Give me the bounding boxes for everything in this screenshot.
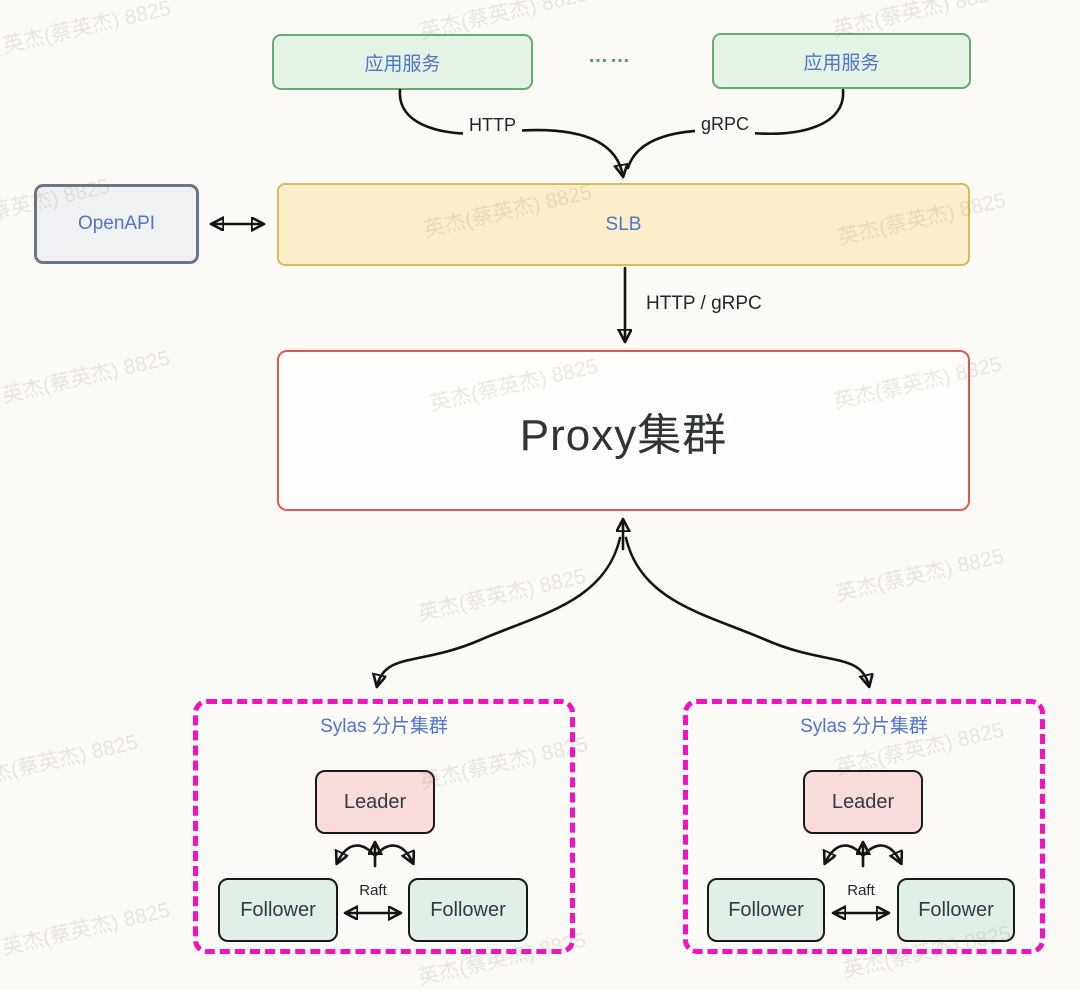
raft-label-left: Raft xyxy=(359,882,387,899)
ellipsis-more-services: …… xyxy=(588,45,632,67)
node-app-service-right: 应用服务 xyxy=(712,33,971,89)
node-follower-left-2: Follower xyxy=(408,878,528,942)
edge-proxy-cluster-left xyxy=(377,536,622,686)
node-follower-right-2: Follower xyxy=(897,878,1015,942)
proxy-cluster-label: Proxy集群 xyxy=(519,410,728,460)
node-follower-left-1: Follower xyxy=(218,878,338,942)
edge-label-http-grpc: HTTP / gRPC xyxy=(646,293,762,314)
follower-right-2-label: Follower xyxy=(918,898,994,921)
edge-label-http: HTTP xyxy=(463,114,522,137)
watermark: 英杰(蔡英杰) 8825 xyxy=(0,0,174,58)
follower-left-2-label: Follower xyxy=(430,898,506,921)
slb-label: SLB xyxy=(605,213,642,235)
watermark: 英杰(蔡英杰) 8825 xyxy=(0,898,173,960)
follower-left-1-label: Follower xyxy=(240,898,316,921)
cluster-sylas-right xyxy=(683,699,1045,954)
cluster-sylas-left-title: Sylas 分片集群 xyxy=(320,716,448,737)
cluster-sylas-left xyxy=(193,699,575,954)
openapi-label: OpenAPI xyxy=(77,213,156,234)
edge-proxy-cluster-right xyxy=(624,536,869,686)
node-leader-left: Leader xyxy=(315,770,435,834)
watermark: 英杰(蔡英杰) 8825 xyxy=(0,346,173,408)
node-slb: SLB xyxy=(277,183,970,266)
node-app-service-left: 应用服务 xyxy=(272,34,533,90)
leader-right-label: Leader xyxy=(831,790,895,813)
watermark: 英杰(蔡英杰) 8825 xyxy=(833,544,1007,606)
cluster-sylas-right-title: Sylas 分片集群 xyxy=(800,716,928,737)
watermark: 英杰(蔡英杰) 8825 xyxy=(415,564,589,626)
follower-right-1-label: Follower xyxy=(728,898,804,921)
edge-label-grpc: gRPC xyxy=(695,113,756,136)
node-proxy-cluster: Proxy集群 xyxy=(277,350,970,511)
watermark: 英杰(蔡英杰) 8825 xyxy=(0,730,141,792)
node-follower-right-1: Follower xyxy=(707,878,825,942)
app-service-left-label: 应用服务 xyxy=(364,53,441,75)
leader-left-label: Leader xyxy=(343,790,407,813)
node-leader-right: Leader xyxy=(803,770,923,834)
node-openapi: OpenAPI xyxy=(34,184,199,264)
raft-label-right: Raft xyxy=(847,882,875,899)
app-service-right-label: 应用服务 xyxy=(803,52,880,74)
